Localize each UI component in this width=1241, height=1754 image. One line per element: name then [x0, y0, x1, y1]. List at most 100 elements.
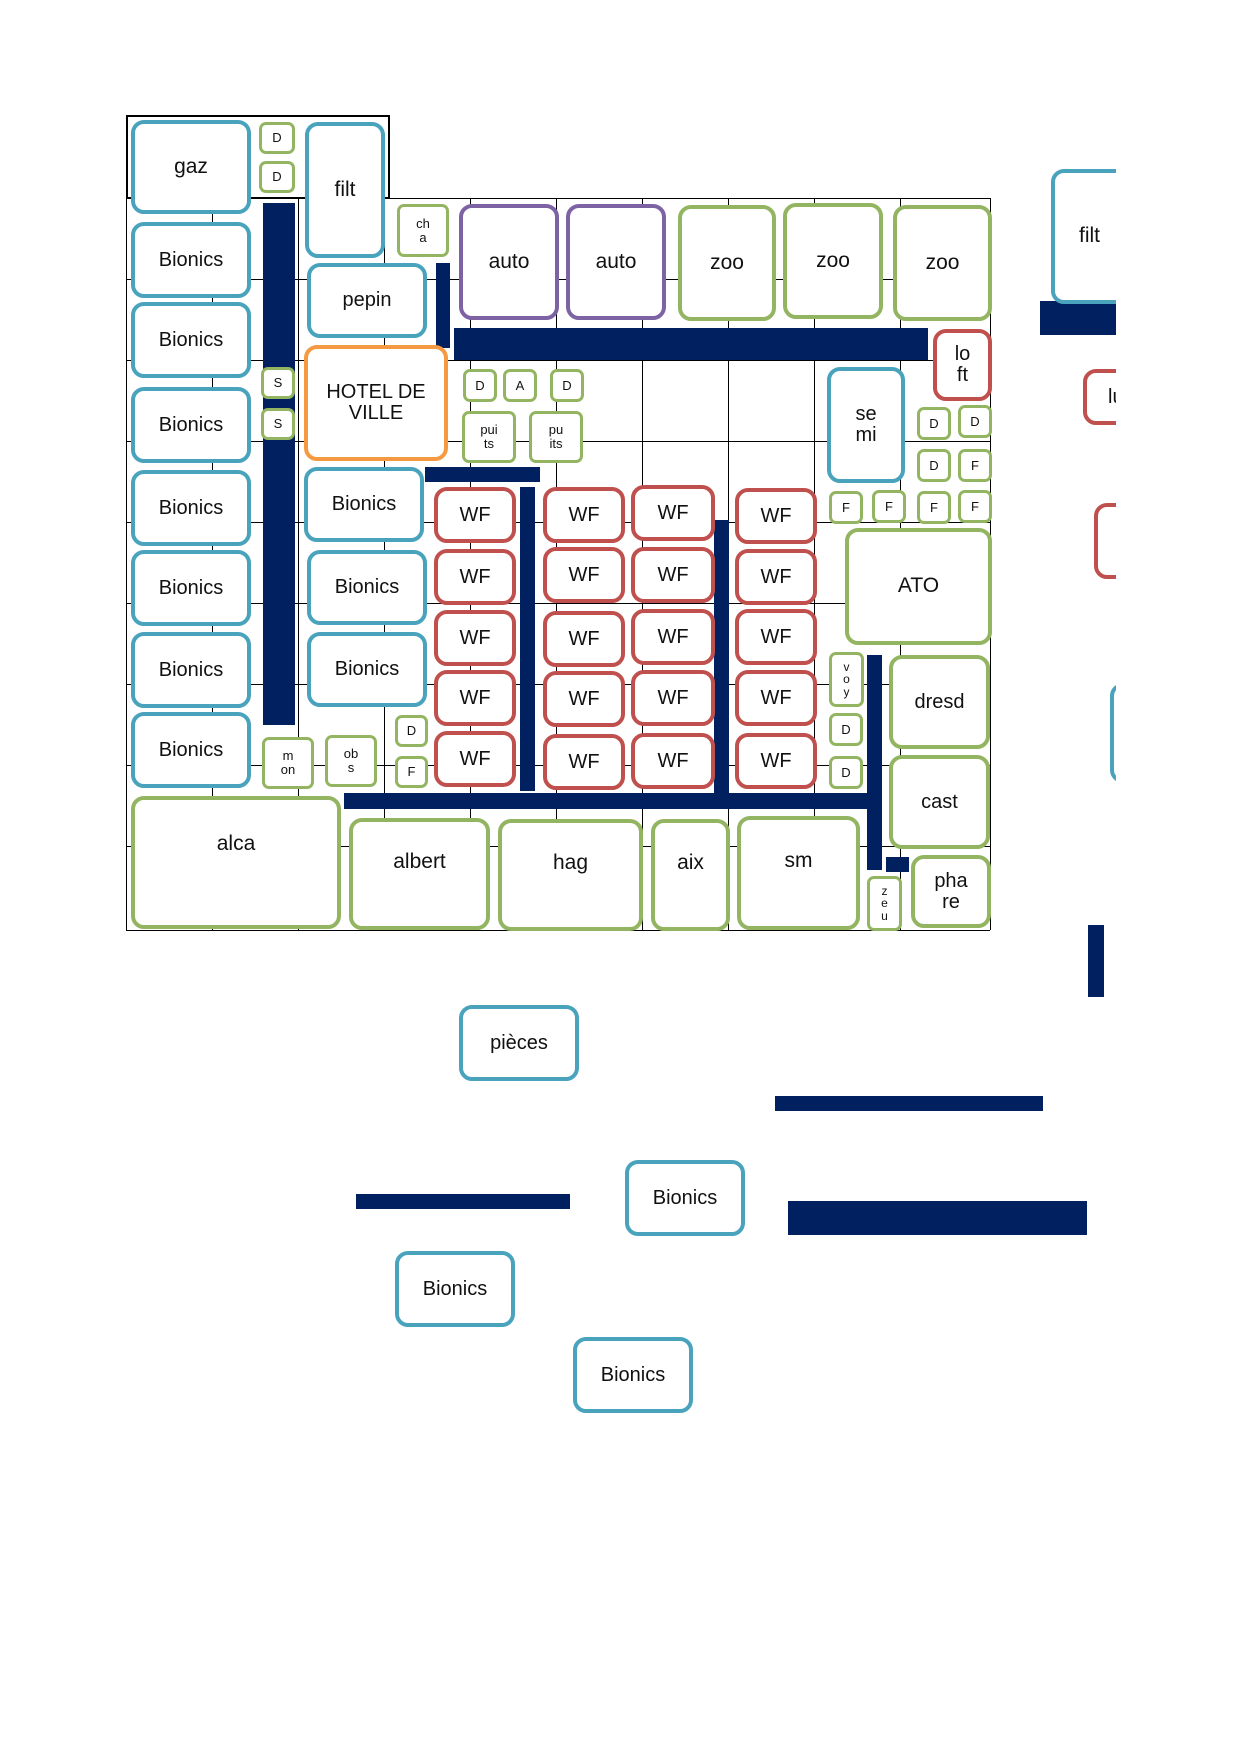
- tile-f[interactable]: F: [872, 490, 906, 523]
- tile-wf[interactable]: WF: [434, 731, 516, 787]
- tile-bionics[interactable]: Bionics: [131, 712, 251, 788]
- tile-wf[interactable]: WF: [543, 487, 625, 543]
- tile-filt[interactable]: filt: [305, 122, 385, 258]
- tile-wf[interactable]: WF: [735, 670, 817, 726]
- tile-pepin[interactable]: pepin: [307, 263, 427, 338]
- tile-alca[interactable]: alca: [131, 796, 341, 929]
- tile-puits[interactable]: pu its: [529, 411, 583, 463]
- tile-wf[interactable]: WF: [631, 485, 715, 541]
- wall-bar: [356, 1194, 570, 1209]
- wall-bar: [454, 328, 928, 360]
- tile-wf[interactable]: WF: [735, 549, 817, 605]
- tile-voy[interactable]: v o y: [829, 652, 864, 707]
- tile-hag[interactable]: hag: [498, 819, 643, 931]
- wall-bar: [1040, 301, 1120, 335]
- tile-bionics[interactable]: Bionics: [395, 1251, 515, 1327]
- wall-bar: [520, 487, 535, 791]
- tile-wf[interactable]: WF: [735, 488, 817, 544]
- tile-zeu[interactable]: z e u: [867, 876, 902, 931]
- tile-wf[interactable]: WF: [543, 734, 625, 790]
- tile-bionics[interactable]: Bionics: [304, 467, 424, 542]
- tile-f[interactable]: F: [395, 756, 428, 788]
- tile-bionics[interactable]: Bionics: [131, 387, 251, 463]
- tile-f[interactable]: F: [829, 491, 863, 524]
- grid-line-horizontal: [126, 360, 990, 361]
- tile-wf[interactable]: WF: [543, 611, 625, 667]
- tile-d[interactable]: D: [829, 713, 863, 746]
- wall-bar: [886, 857, 909, 872]
- wall-bar: [436, 263, 450, 348]
- tile-a[interactable]: A: [503, 369, 537, 402]
- tile-s[interactable]: S: [261, 408, 295, 440]
- tile-wf[interactable]: WF: [631, 609, 715, 665]
- tile-zoo[interactable]: zoo: [678, 205, 776, 321]
- tile-pieces[interactable]: pièces: [459, 1005, 579, 1081]
- wall-bar: [344, 793, 881, 809]
- wall-bar: [1088, 925, 1104, 997]
- tile-puits[interactable]: pui ts: [462, 411, 516, 463]
- wall-bar: [775, 1096, 1043, 1111]
- tile-wf[interactable]: WF: [631, 547, 715, 603]
- tile-wf[interactable]: WF: [735, 609, 817, 665]
- grid-line-horizontal: [126, 198, 990, 199]
- tile-d[interactable]: D: [259, 122, 295, 154]
- grid-line-vertical: [126, 198, 127, 930]
- tile-dresd[interactable]: dresd: [889, 655, 990, 749]
- tile-bionics[interactable]: Bionics: [131, 632, 251, 708]
- tile-d[interactable]: D: [829, 756, 863, 789]
- tile-bionics[interactable]: Bionics: [625, 1160, 745, 1236]
- tile-f[interactable]: F: [917, 491, 951, 524]
- tile-cast[interactable]: cast: [889, 755, 990, 849]
- tile-bionics[interactable]: Bionics: [307, 550, 427, 625]
- tile-zoo[interactable]: zoo: [783, 203, 883, 319]
- tile-auto[interactable]: auto: [459, 204, 559, 320]
- wall-bar: [425, 467, 540, 482]
- tile-wf[interactable]: WF: [434, 549, 516, 605]
- tile-wf[interactable]: WF: [434, 670, 516, 726]
- wall-bar: [867, 655, 882, 870]
- tile-cha[interactable]: ch a: [397, 204, 449, 257]
- tile-wf[interactable]: WF: [631, 670, 715, 726]
- tile-wf[interactable]: WF: [543, 547, 625, 603]
- tile-wf[interactable]: WF: [631, 733, 715, 789]
- grid-line-vertical: [298, 198, 299, 930]
- tile-d[interactable]: D: [259, 161, 295, 193]
- tile-d[interactable]: D: [463, 369, 497, 402]
- tile-bionics[interactable]: Bionics: [131, 222, 251, 298]
- tile-d[interactable]: D: [395, 715, 428, 747]
- tile-f[interactable]: F: [958, 449, 992, 482]
- wall-bar: [788, 1201, 1087, 1235]
- grid-line-horizontal: [126, 603, 990, 604]
- wall-bar: [714, 520, 729, 802]
- wall-bar: [263, 203, 295, 725]
- tile-bionics[interactable]: Bionics: [131, 470, 251, 546]
- tile-s[interactable]: S: [261, 367, 295, 399]
- tile-loft[interactable]: lo ft: [933, 329, 992, 401]
- tile-wf[interactable]: WF: [543, 671, 625, 727]
- tile-semi[interactable]: se mi: [827, 367, 905, 483]
- tile-mon[interactable]: m on: [262, 737, 314, 789]
- tile-wf[interactable]: WF: [434, 610, 516, 666]
- tile-d[interactable]: D: [550, 369, 584, 402]
- tile-wf[interactable]: WF: [434, 487, 516, 543]
- tile-d[interactable]: D: [917, 449, 951, 482]
- tile-d[interactable]: D: [958, 405, 992, 438]
- tile-d[interactable]: D: [917, 407, 951, 440]
- tile-auto[interactable]: auto: [566, 204, 666, 320]
- tile-gaz[interactable]: gaz: [131, 120, 251, 214]
- tile-obs[interactable]: ob s: [325, 735, 377, 787]
- tile-f[interactable]: F: [958, 490, 992, 523]
- tile-bionics[interactable]: Bionics: [131, 302, 251, 378]
- tile-aix[interactable]: aix: [651, 819, 730, 931]
- tile-zoo[interactable]: zoo: [893, 205, 992, 321]
- tile-bionics[interactable]: Bionics: [131, 550, 251, 626]
- tile-hotel-de-ville[interactable]: HOTEL DE VILLE: [304, 345, 448, 461]
- tile-sm[interactable]: sm: [737, 816, 860, 930]
- tile-ato[interactable]: ATO: [845, 528, 992, 645]
- tile-wf[interactable]: WF: [735, 733, 817, 789]
- tile-phare[interactable]: pha re: [911, 855, 991, 928]
- tile-bionics[interactable]: Bionics: [307, 632, 427, 707]
- tile-bionics[interactable]: Bionics: [573, 1337, 693, 1413]
- tile-albert[interactable]: albert: [349, 818, 490, 930]
